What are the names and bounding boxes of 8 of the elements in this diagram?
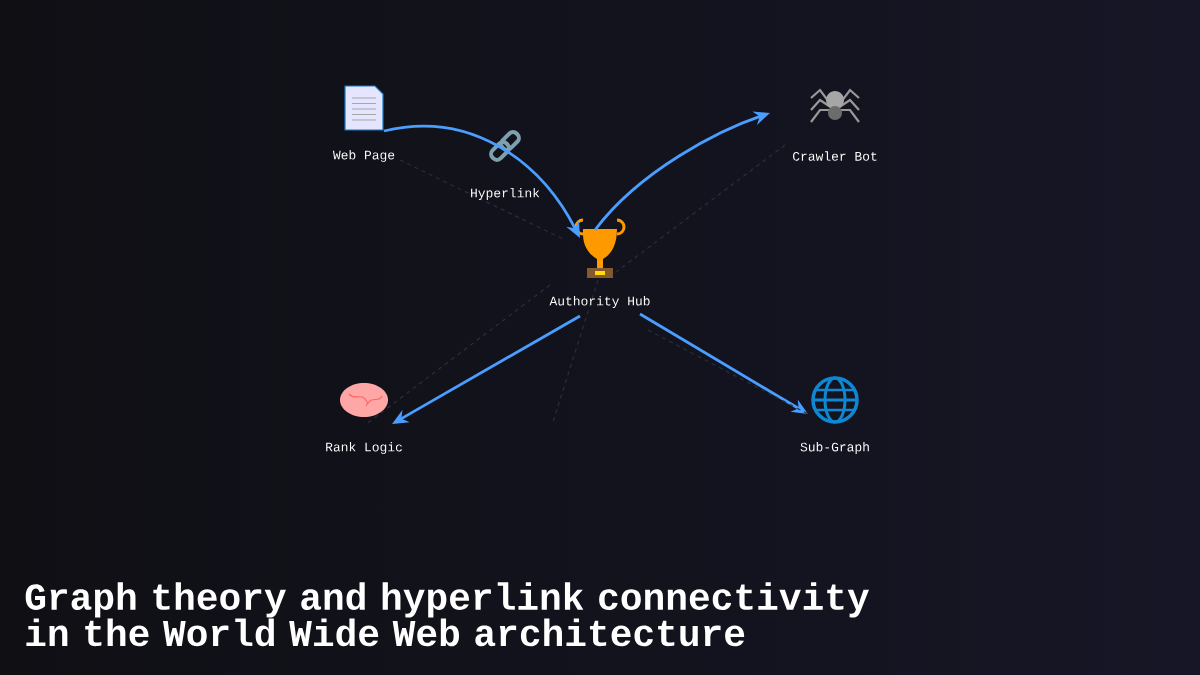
node-label: Hyperlink [471,187,540,201]
node-label: Crawler Bot [793,151,877,161]
node-label: Authority Hub [549,295,650,309]
dotted-line [552,279,599,423]
node-label: Rank Logic [326,441,402,455]
title: Graph theory and hyperlink connectivity in the World Wide Web architecture [25,582,869,647]
node-label: Web Page [332,149,395,163]
node-label: Sub-Graph [800,441,869,455]
